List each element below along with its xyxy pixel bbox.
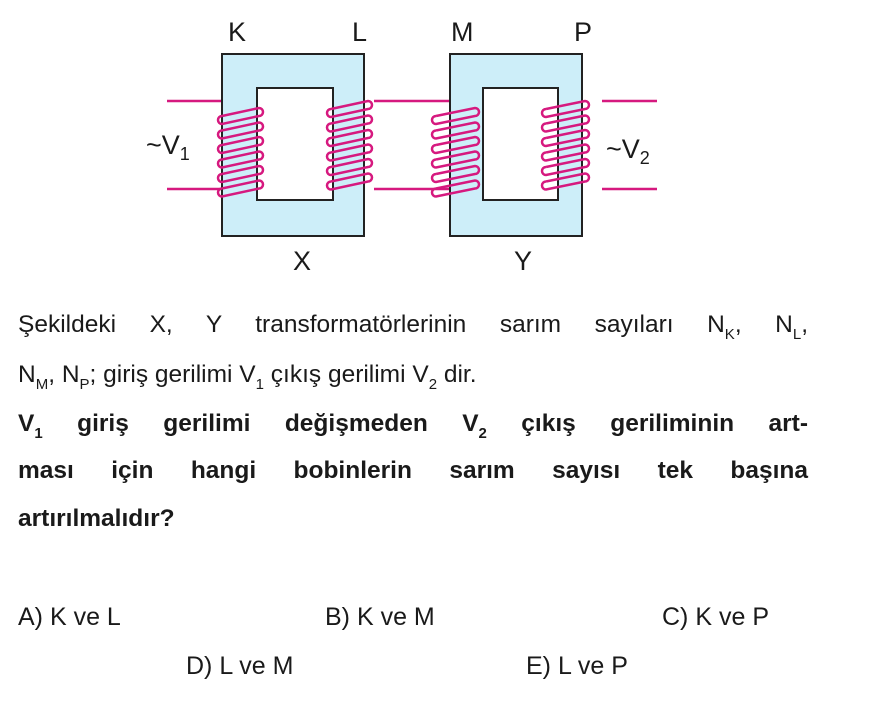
subscript: 1 xyxy=(34,425,43,442)
text: çıkış gerilimi V xyxy=(263,361,429,388)
v1-sub: 1 xyxy=(179,144,190,164)
label-v2: ~V2 xyxy=(606,134,650,169)
coil-turn xyxy=(540,99,591,119)
subscript: 2 xyxy=(478,425,487,442)
core-y xyxy=(449,53,583,237)
coil-turn xyxy=(540,143,591,162)
coil-turn xyxy=(216,164,265,184)
option-text: L ve M xyxy=(219,652,294,680)
option-letter: D) xyxy=(186,652,213,680)
subscript: L xyxy=(792,326,802,343)
option-letter: E) xyxy=(526,652,551,680)
option-text: K ve L xyxy=(49,603,121,631)
option-d[interactable]: D) L ve M xyxy=(186,652,293,681)
coil-turn xyxy=(430,150,481,169)
option-e[interactable]: E) L ve P xyxy=(526,652,628,681)
option-text: K ve P xyxy=(695,603,769,631)
core-x xyxy=(221,53,365,237)
question-line-1: Şekildeki X, Y transformatörlerinin sarı… xyxy=(18,311,808,347)
label-p: P xyxy=(574,17,593,47)
text: ; giriş gerilimi V xyxy=(89,361,256,388)
question-line-3: V1 giriş gerilimi değişmeden V2 çıkış ge… xyxy=(18,410,808,446)
question-line-5: artırılmalıdır? xyxy=(18,505,175,532)
coil-l xyxy=(325,99,374,191)
option-a[interactable]: A) K ve L xyxy=(18,603,121,632)
coil-turn xyxy=(540,114,591,133)
text: , N xyxy=(48,361,80,388)
subscript: 2 xyxy=(428,376,438,393)
option-letter: A) xyxy=(18,603,43,631)
label-k: K xyxy=(228,17,247,47)
coil-turn xyxy=(216,135,265,155)
subscript: P xyxy=(79,376,90,393)
text: dir. xyxy=(437,361,477,388)
v2-text: ~V xyxy=(606,134,640,164)
coil-turn xyxy=(216,179,265,198)
text: V xyxy=(18,410,35,437)
text: , N xyxy=(734,311,793,338)
coil-turn xyxy=(540,172,591,191)
coil-turn xyxy=(430,164,481,184)
label-y: Y xyxy=(514,246,533,276)
subscript: 1 xyxy=(255,376,264,393)
option-letter: C) xyxy=(662,603,689,631)
coil-turn xyxy=(216,121,265,140)
coil-turn xyxy=(216,150,265,169)
label-l: L xyxy=(352,17,368,47)
option-c[interactable]: C) K ve P xyxy=(662,603,769,632)
coil-p xyxy=(540,99,591,191)
coil-turn xyxy=(325,128,374,148)
transformer-diagram xyxy=(167,53,657,237)
coil-turn xyxy=(325,143,374,162)
text: , xyxy=(801,311,808,338)
label-v1: ~V1 xyxy=(146,130,190,165)
subscript: M xyxy=(35,376,49,393)
question-line-2: NM, NP; giriş gerilimi V1 çıkış gerilimi… xyxy=(18,361,808,397)
option-b[interactable]: B) K ve M xyxy=(325,603,435,632)
coil-turn xyxy=(430,135,481,155)
coil-turn xyxy=(430,106,481,126)
coil-turn xyxy=(325,114,374,133)
text: giriş gerilimi değişmeden V xyxy=(42,410,479,437)
coil-turn xyxy=(325,99,374,119)
coil-k xyxy=(216,106,265,198)
text: Şekildeki X, Y transformatörlerinin sarı… xyxy=(18,311,725,338)
coil-m xyxy=(430,106,481,198)
question-line-4: ması için hangi bobinlerin sarım sayısı … xyxy=(18,457,808,484)
coil-turn xyxy=(325,172,374,191)
option-text: K ve M xyxy=(356,603,435,631)
coil-turn xyxy=(540,157,591,177)
label-m: M xyxy=(451,17,474,47)
text: çıkış geriliminin art- xyxy=(486,410,808,437)
coil-turn xyxy=(430,121,481,140)
coil-turn xyxy=(430,179,481,198)
option-letter: B) xyxy=(325,603,350,631)
coil-turn xyxy=(540,128,591,148)
option-text: L ve P xyxy=(557,652,628,680)
subscript: K xyxy=(724,326,735,343)
text: N xyxy=(18,361,36,388)
coil-turn xyxy=(325,157,374,177)
v2-sub: 2 xyxy=(639,148,650,168)
coils xyxy=(216,99,591,198)
v1-text: ~V xyxy=(146,130,180,160)
label-x: X xyxy=(293,246,312,276)
coil-turn xyxy=(216,106,265,126)
